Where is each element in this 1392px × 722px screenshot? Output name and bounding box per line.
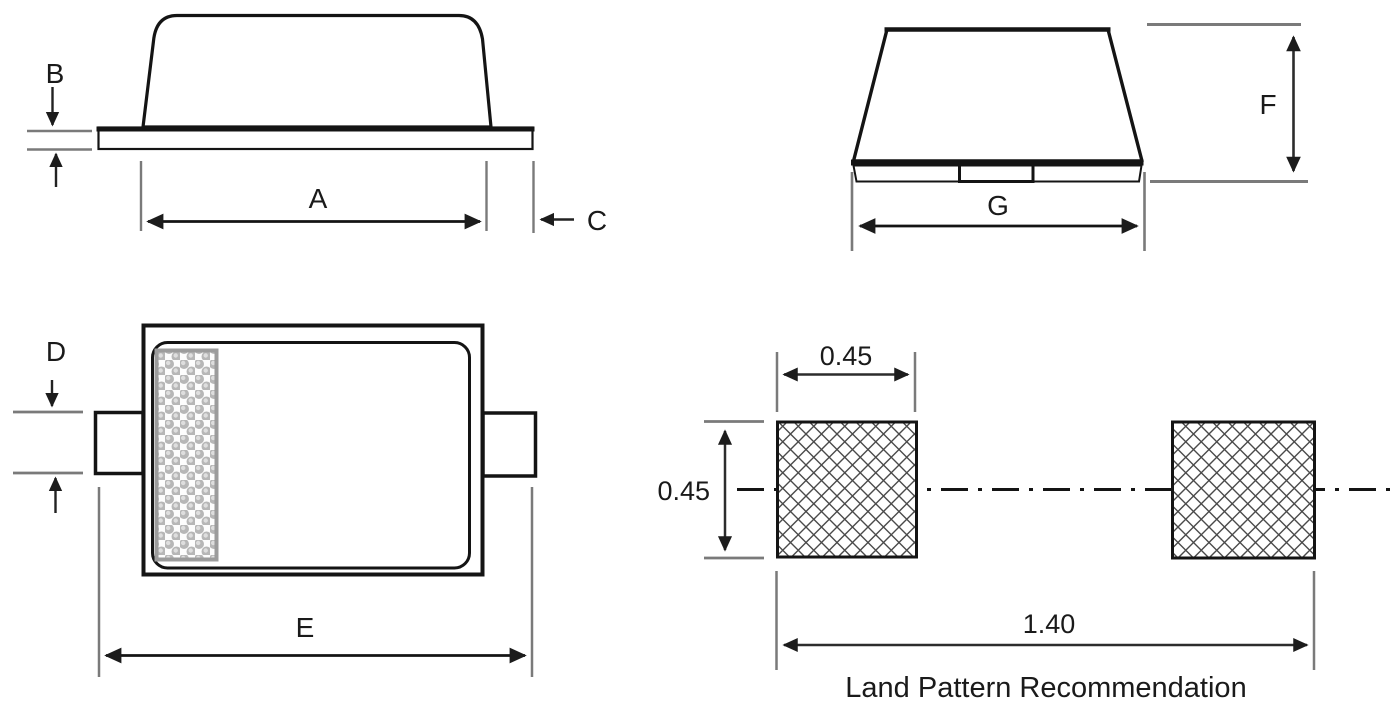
dim-b-label: B — [46, 58, 65, 89]
side-view: B A C — [27, 13, 607, 236]
cathode-band — [154, 348, 219, 562]
right-lead-pad — [481, 411, 538, 478]
left-pad — [776, 420, 918, 559]
end-view: G F — [850, 23, 1308, 251]
dim-g-label: G — [987, 190, 1009, 221]
land-pattern-caption: Land Pattern Recommendation — [845, 672, 1246, 704]
dim-e-label: E — [296, 612, 315, 643]
package-top-face — [151, 341, 471, 570]
pad-width-value: 0.45 — [820, 341, 873, 371]
right-pad — [1171, 420, 1316, 560]
pad-height-value: 0.45 — [657, 476, 710, 506]
left-lead-pad — [93, 410, 145, 476]
package-body-profile — [141, 13, 493, 129]
overall-value: 1.40 — [1023, 609, 1076, 639]
center-lead-tab — [958, 163, 1035, 183]
dim-d-label: D — [46, 336, 66, 367]
top-view: D E — [13, 323, 538, 677]
package-end-profile — [851, 27, 1144, 163]
dim-a-label: A — [309, 183, 328, 214]
dim-c-label: C — [587, 205, 607, 236]
dim-f-label: F — [1259, 89, 1276, 120]
land-pattern: 0.45 0.45 1.40 Land Pattern Recommendati… — [657, 341, 1391, 704]
